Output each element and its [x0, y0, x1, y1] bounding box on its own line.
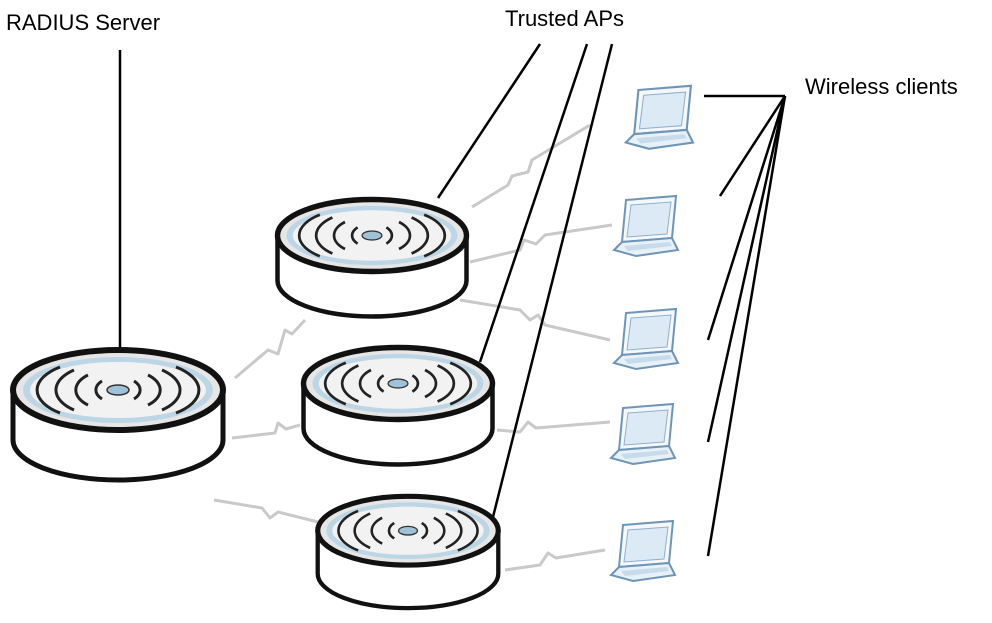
wireless-link-icon: [459, 298, 611, 342]
trusted-aps: [278, 200, 499, 609]
wireless-link-icon: [234, 318, 307, 380]
wireless-link-icon: [471, 123, 591, 209]
laptop-icon: [610, 403, 676, 465]
wireless-link-icon: [469, 223, 613, 264]
wireless-clients-label: Wireless clients: [805, 74, 958, 99]
wireless-link-icon: [504, 548, 606, 572]
wireless-links: [213, 123, 613, 572]
callout-lines: [118, 43, 787, 557]
access-point-icon: [304, 348, 493, 465]
access-point-icon: [318, 496, 499, 608]
trusted-ap-callout-line: [436, 43, 542, 199]
laptop-icon: [613, 195, 679, 257]
trusted-aps-label: Trusted APs: [505, 6, 625, 31]
access-point-icon: [13, 350, 223, 480]
client-callout-line: [706, 95, 787, 341]
radius-server-label: RADIUS Server: [6, 10, 161, 35]
wireless-clients: [610, 84, 695, 582]
laptop-icon: [613, 308, 679, 370]
client-callout-line: [706, 95, 787, 557]
access-point-icon: [278, 200, 467, 317]
trusted-ap-callout-line: [478, 43, 589, 363]
wireless-link-icon: [231, 421, 301, 440]
trusted-ap-callout-line: [491, 43, 614, 518]
laptop-icon: [624, 84, 695, 150]
laptop-icon: [610, 520, 676, 582]
wireless-link-icon: [213, 498, 323, 525]
client-callout-line: [718, 95, 787, 197]
wireless-link-icon: [496, 420, 611, 434]
client-callout-line: [706, 95, 787, 443]
radius-server: [13, 350, 223, 480]
